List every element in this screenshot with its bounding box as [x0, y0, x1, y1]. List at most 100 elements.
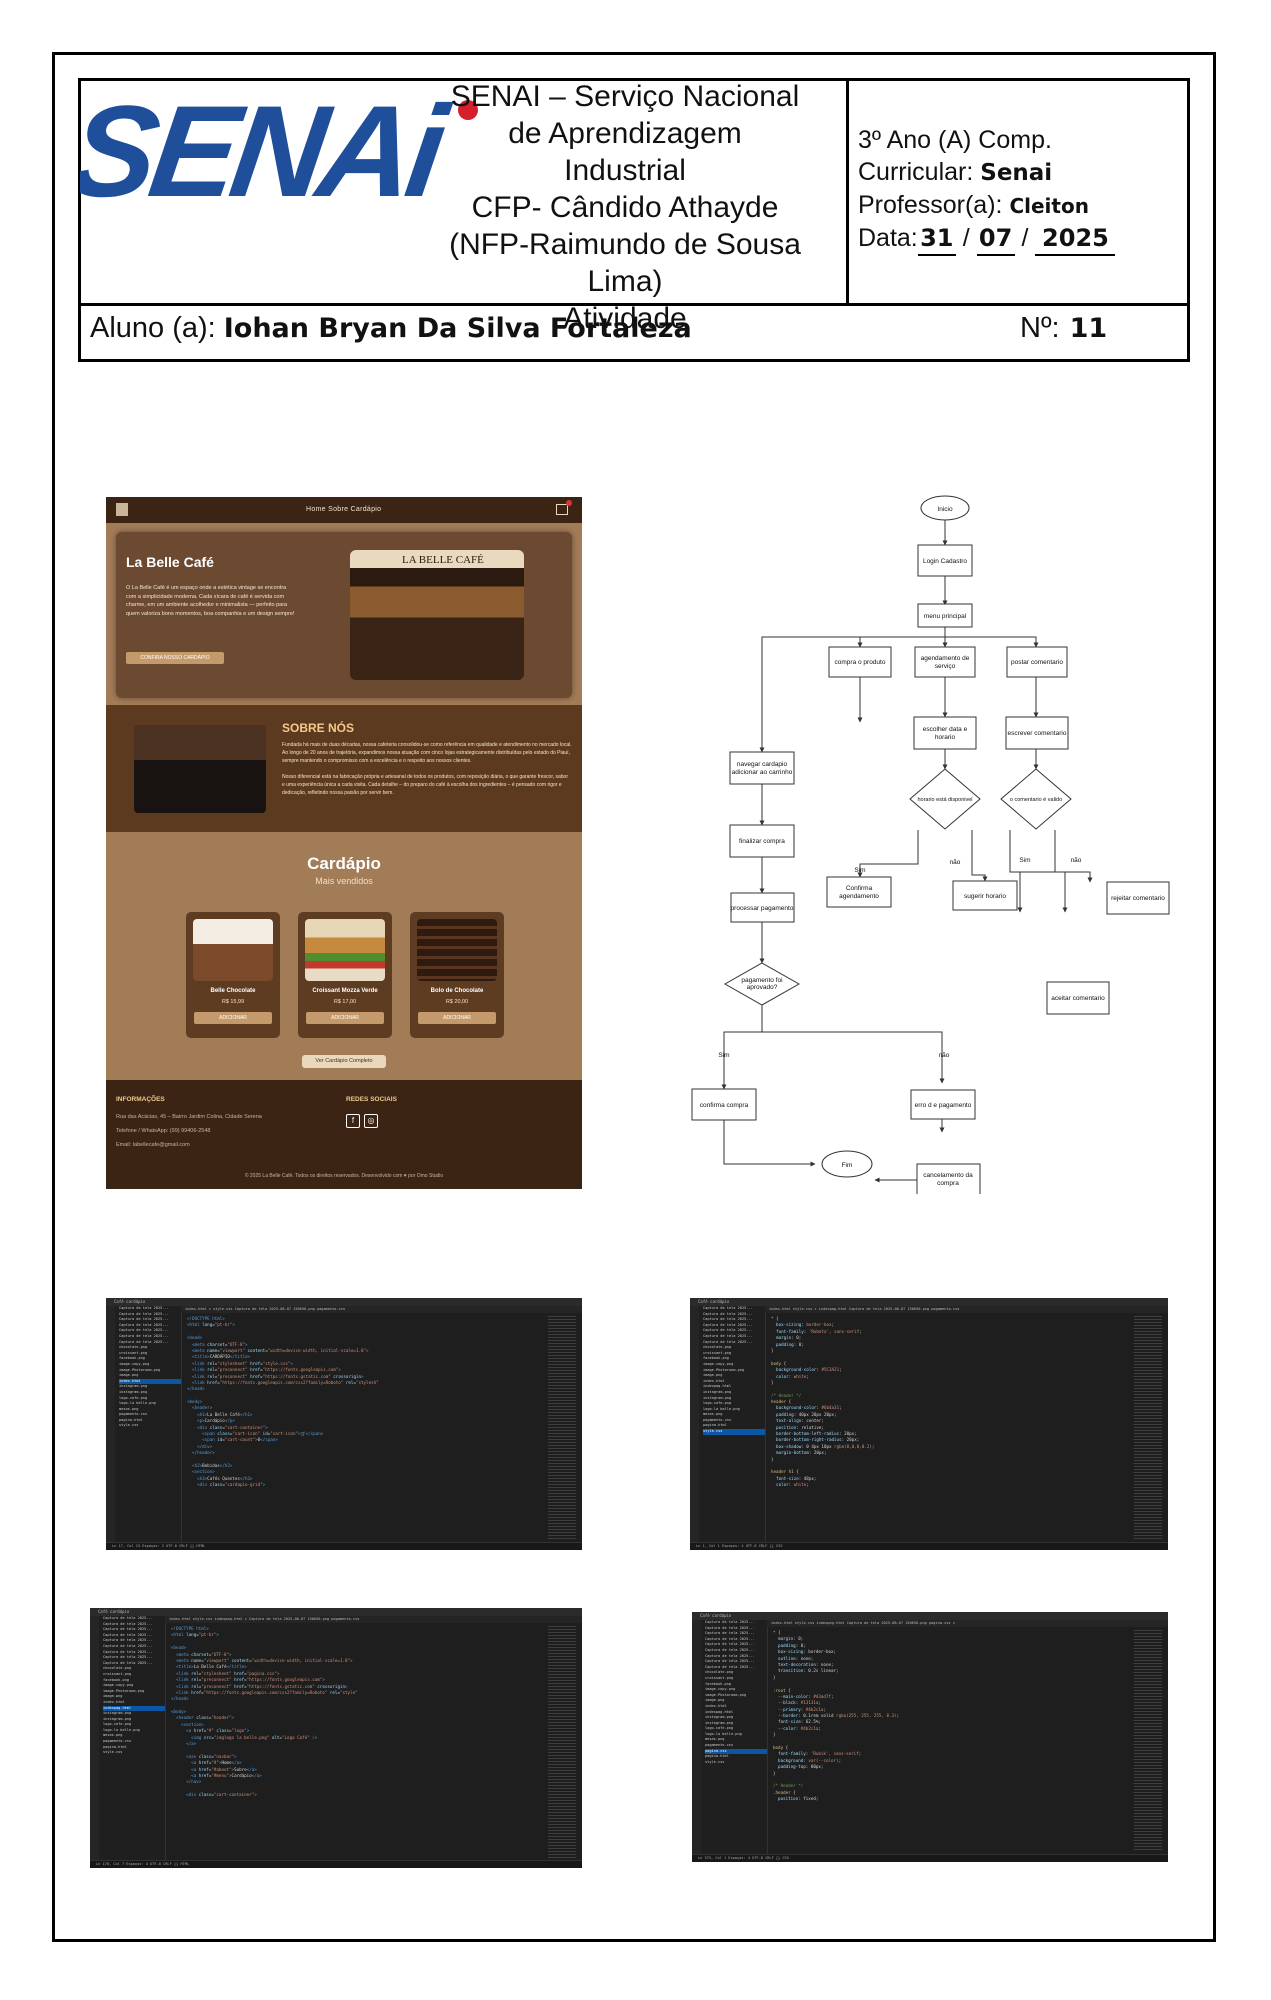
about-paragraph-1: Fundada há mais de duas décadas, nossa c…: [282, 742, 572, 764]
code-line: <body>: [187, 1399, 203, 1405]
flow-label: finalizar compra: [739, 838, 785, 845]
explorer-file-item: croissant.png: [103, 1671, 132, 1676]
site-logo-icon: [116, 503, 128, 516]
explorer-file-item: Captura de tela 2025...: [103, 1643, 153, 1648]
vscode-editor: <!DOCTYPE html><html lang="pt-br"><head>…: [165, 1623, 544, 1861]
explorer-file-item: Captura de tela 2025...: [705, 1653, 755, 1658]
flow-label: erro d e pagamento: [915, 1102, 972, 1109]
vscode-statusbar: Ln 170, Col 7 Espaços: 4 UTF-8 CRLF {} H…: [90, 1860, 582, 1868]
explorer-file-item: Captura de tela 2025...: [103, 1621, 153, 1626]
code-line: <link rel="stylesheet" href="style.css">: [187, 1360, 293, 1366]
explorer-file-item: chocolate.png: [119, 1345, 148, 1350]
code-line: <meta name="viewport" content="width=dev…: [171, 1657, 353, 1663]
explorer-file-item: pagina.html: [119, 1417, 143, 1422]
vscode-tabs: index.html style.css indexpag.html × Cap…: [165, 1616, 582, 1623]
item-name: Croissant Mozza Verde: [312, 988, 378, 994]
explorer-file-item: pagamento.css: [703, 1417, 732, 1422]
explorer-file-item: logo-la belle.png: [705, 1731, 742, 1736]
flow-agendamento: [914, 646, 976, 678]
code-line: <!DOCTYPE html>: [187, 1316, 225, 1321]
explorer-file-item: style.css: [705, 1759, 725, 1764]
code-line: padding-top: 80px;: [773, 1764, 824, 1770]
code-line: <h3>Cafés Quentes</h3>: [187, 1475, 253, 1481]
about-text: Fundada há mais de duas décadas, nossa c…: [282, 741, 572, 797]
flowchart: Inicio Login Cadastro menu principal com…: [691, 495, 1170, 1194]
explorer-file-item: pagina.html: [103, 1744, 127, 1749]
vscode-titlebar: Café cardápio: [106, 1298, 582, 1306]
institution-line: Industrial: [564, 154, 686, 187]
explorer-file-item: image-copy.png: [705, 1687, 736, 1692]
vscode-tabs: index.html style.css × indexpag.html Cap…: [765, 1306, 1168, 1313]
code-line: <link href="https://fonts.googleapis.com…: [187, 1379, 379, 1385]
menu-item-card: Belle Chocolate R$ 15,99 ADICIONAR: [186, 912, 280, 1038]
explorer-file-item: image-Photoroom.png: [703, 1367, 745, 1372]
vscode-explorer: Captura de tela 2025... Captura de tela 2…: [99, 1616, 166, 1861]
code-line: outline: none;: [773, 1655, 814, 1661]
flow-label: compra: [937, 1180, 959, 1187]
menu-item-card: Bolo de Chocolate R$ 20,00 ADICIONAR: [410, 912, 504, 1038]
cafe-photo: LA BELLE CAFÉ: [350, 550, 524, 680]
code-line: font-family: 'Roboto', sans-serif;: [771, 1328, 862, 1334]
explorer-file-item: Captura de tela 2025...: [703, 1328, 753, 1333]
menu-subtitle: Mais vendidos: [315, 876, 373, 886]
code-line: box-sizing: border-box;: [773, 1649, 837, 1655]
institution-line: Atividade: [563, 302, 687, 335]
code-line: </head>: [187, 1386, 205, 1392]
explorer-file-item: instagram.png: [705, 1720, 734, 1725]
code-line: }: [773, 1732, 776, 1738]
code-line: <html lang="pt-br">: [187, 1322, 235, 1328]
flow-edge-label: não: [939, 1052, 950, 1059]
institution-line: SENAI – Serviço Nacional: [450, 80, 800, 113]
code-line: <link rel="preconnect" href="https://fon…: [187, 1367, 341, 1373]
flow-pagamento-decision: [723, 962, 801, 1006]
explorer-file-item: Captura de tela 2025...: [103, 1660, 153, 1665]
page-border: [52, 52, 1216, 1942]
flow-navegar: [729, 751, 795, 785]
flow-label: compra o produto: [835, 659, 886, 666]
explorer-file-item: instagram.png: [103, 1716, 132, 1721]
number-label: Nº:: [1020, 312, 1060, 344]
flow-label: adicionar ao carrinho: [732, 769, 793, 776]
code-line: text-decoration: none;: [773, 1661, 834, 1667]
code-line: <span id="cart-count">0</span>: [187, 1437, 278, 1443]
code-line: font-size: 48px;: [771, 1475, 817, 1481]
explorer-file-item: mesas.png: [103, 1733, 123, 1738]
institution-line: (NFP-Raimundo de Sousa Lima): [449, 228, 801, 298]
flow-label: Confirma: [846, 885, 873, 892]
vscode-explorer: Captura de tela 2025...Captura de tela 2…: [115, 1306, 182, 1543]
vscode-statusbar: Ln 17, Col 13 Espaços: 2 UTF-8 CRLF {} H…: [106, 1542, 582, 1550]
explorer-file-item: pagina.css: [705, 1748, 767, 1755]
full-menu-button: Ver Cardápio Completo: [302, 1055, 386, 1068]
drink-photo: [193, 919, 273, 981]
explorer-file-item: instagram.png: [705, 1715, 734, 1720]
flow-label: pagamento foi: [741, 977, 782, 984]
explorer-file-item: instagram.png: [703, 1395, 732, 1400]
explorer-file-item: index.html: [705, 1703, 727, 1708]
flow-label: aceitar comentario: [1051, 995, 1105, 1002]
footer-info-title: INFORMAÇÕES: [116, 1096, 165, 1103]
code-line: }: [773, 1770, 776, 1776]
code-line: }: [773, 1674, 776, 1680]
code-line: header {: [771, 1399, 792, 1405]
vscode-editor: * { box-sizing: border-box; font-family:…: [765, 1313, 1130, 1543]
code-line: :root {: [773, 1687, 791, 1693]
flow-label: horario está disponivel: [917, 797, 972, 803]
flow-label: agendamento: [839, 893, 879, 900]
explorer-file-item: logo-cafe.png: [705, 1726, 734, 1731]
flow-escolher: [913, 716, 977, 750]
menu-section: Cardápio Mais vendidos Belle Chocolate R…: [106, 832, 582, 1077]
code-line: <div class="cart-container">: [171, 1792, 257, 1798]
flow-comentario-decision: [1000, 768, 1072, 830]
code-line: <body>: [171, 1709, 187, 1715]
code-line: text-align: center;: [771, 1418, 824, 1424]
code-line: color: white;: [771, 1482, 809, 1488]
flow-confirma-agendamento: [826, 876, 892, 908]
institution-line: CFP- Cândido Athayde: [471, 191, 779, 224]
site-footer: INFORMAÇÕES Rua das Acácias, 45 – Bairro…: [106, 1080, 582, 1189]
code-line: background: var(--color);: [773, 1757, 842, 1763]
flow-horario-decision: [909, 768, 981, 830]
code-line: padding: 0;: [773, 1642, 806, 1648]
code-line: <header>: [187, 1405, 213, 1411]
